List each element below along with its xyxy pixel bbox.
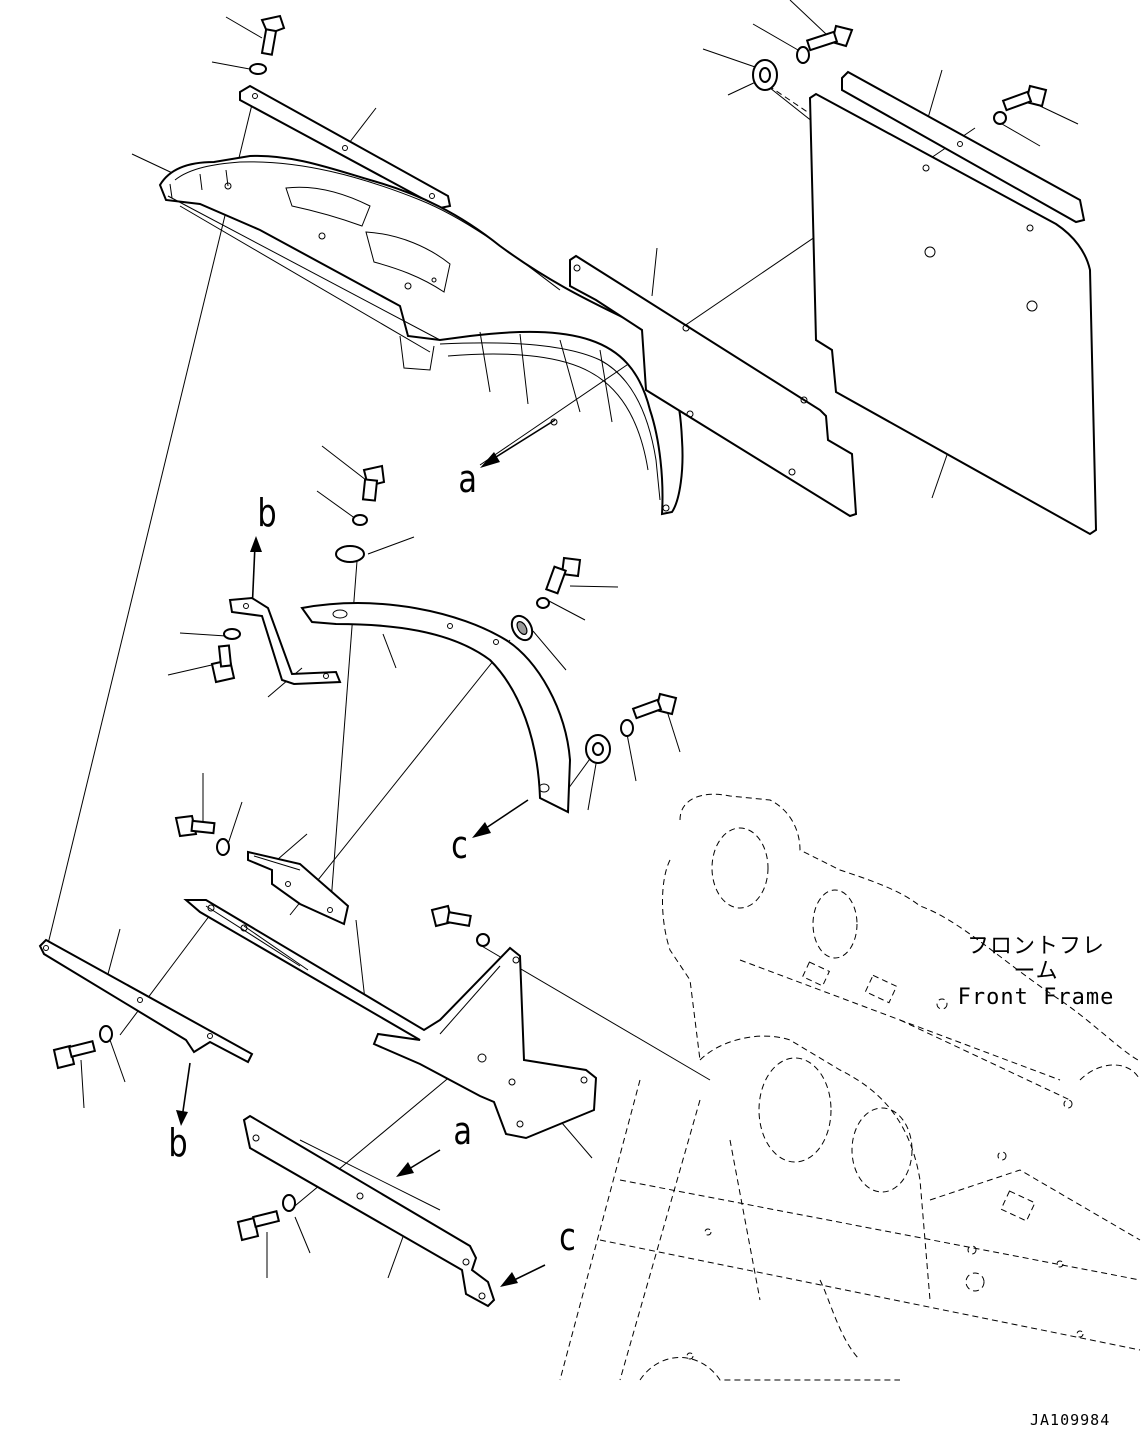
washer-icon (282, 1194, 296, 1212)
washer-icon (993, 111, 1007, 125)
bracket-b-top (228, 596, 342, 686)
washer-icon (99, 1025, 113, 1043)
washer-icon (620, 719, 634, 737)
front-fender (158, 154, 684, 516)
bolt-icon (544, 556, 582, 595)
main-bracket-arm (183, 899, 598, 1140)
washer-icon (335, 545, 365, 563)
bolt-icon (52, 1040, 97, 1070)
washer-icon (536, 597, 550, 609)
bolt-icon (805, 24, 854, 52)
bolt-icon (1001, 84, 1048, 112)
front-frame-label: フロントフレーム Front Frame (956, 934, 1116, 1010)
callout-b: b (168, 1121, 188, 1165)
front-frame-label-ja: フロントフレーム (966, 934, 1105, 985)
washer-icon (352, 514, 368, 526)
curved-fender-stay (300, 602, 572, 814)
callout-b: b (257, 491, 277, 535)
spring-washer-icon (510, 614, 534, 642)
bolt-icon (631, 692, 678, 720)
washer-icon (796, 46, 810, 64)
top-retainer-strip (239, 84, 452, 210)
bolt-icon (210, 644, 236, 684)
lower-mounting-plate (242, 1114, 496, 1308)
callout-a: a (453, 1109, 472, 1153)
washer-icon (249, 63, 267, 75)
lower-left-strip (38, 938, 254, 1064)
lock-washer-icon (585, 734, 611, 764)
bolt-icon (236, 1210, 281, 1242)
bolt-icon (260, 14, 286, 56)
bolt-icon (174, 814, 216, 838)
bolt-icon (430, 904, 472, 928)
callout-a: a (458, 457, 477, 501)
bolt-icon (361, 464, 386, 502)
side-plate (569, 254, 858, 518)
leader-lines (80, 0, 1079, 1279)
callout-arrows (176, 419, 556, 1287)
front-frame-outline (559, 793, 1141, 1381)
drawing-number: JA109984 (1030, 1411, 1111, 1429)
clamp-strip (841, 70, 1086, 224)
mud-flap (808, 92, 1098, 536)
lock-washer-icon (752, 59, 778, 91)
washer-icon (223, 628, 241, 640)
front-frame-label-en: Front Frame (957, 984, 1115, 1010)
washer-icon (476, 933, 490, 947)
washer-icon (216, 838, 230, 856)
callout-c: c (559, 1215, 576, 1259)
callout-c: c (451, 823, 468, 867)
angle-bracket (247, 850, 350, 926)
